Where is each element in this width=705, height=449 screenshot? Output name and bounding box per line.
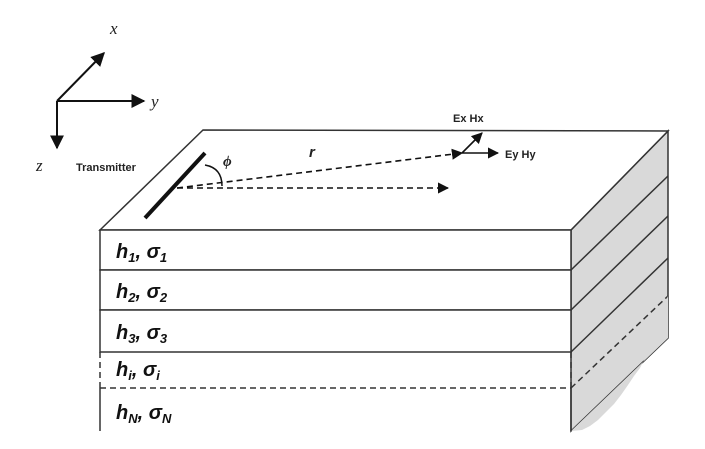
- x-axis-label: x: [109, 19, 118, 38]
- earth-top-surface: [98, 129, 670, 231]
- field-ex-hx-label: Ex Hx: [453, 113, 484, 125]
- angle-phi-label: ϕ: [223, 154, 232, 170]
- distance-r-arrow: [176, 148, 464, 189]
- field-ey-hy-label: Ey Hy: [505, 149, 536, 161]
- coordinate-axes: x y z: [35, 19, 159, 175]
- layer-label-2: h2, σ2: [116, 281, 168, 305]
- field-x-arrow: [461, 132, 483, 154]
- layer-label-3: h3, σ3: [116, 322, 168, 346]
- transmitter-label: Transmitter: [76, 162, 137, 174]
- z-axis-label: z: [35, 156, 43, 175]
- layer-box-2: [99, 269, 572, 311]
- layer-label-N: hN, σN: [116, 402, 172, 426]
- layer-label-i: hi, σi: [116, 359, 160, 383]
- x-axis-arrow: [56, 51, 105, 102]
- distance-r-label: r: [309, 144, 316, 161]
- layer-label-1: h1, σ1: [116, 241, 167, 265]
- y-axis-label: y: [149, 92, 159, 111]
- side-face-layer-lines: [570, 175, 669, 389]
- transmitter-antenna: [143, 151, 207, 220]
- layer-box-3: [99, 309, 572, 353]
- front-face: [99, 229, 572, 431]
- layer-box-1: [99, 229, 572, 271]
